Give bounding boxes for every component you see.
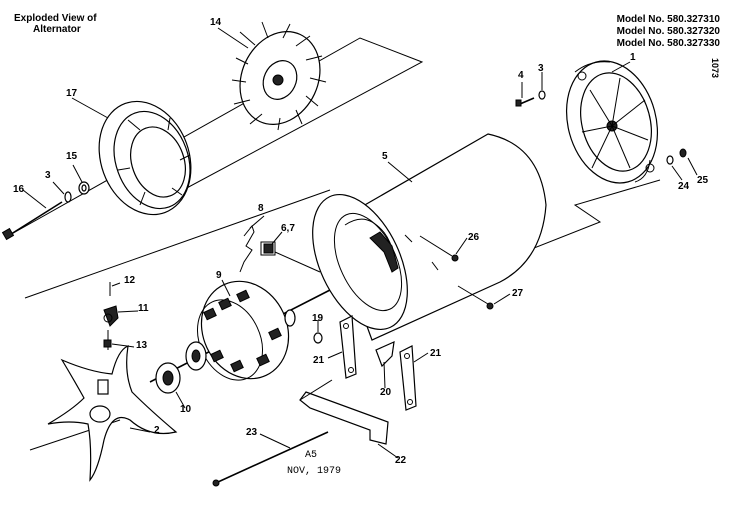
drawing-code: A5 — [305, 450, 318, 461]
callout-22: 22 — [395, 455, 407, 466]
callout-10: 10 — [180, 404, 192, 415]
callout-4: 4 — [518, 70, 524, 81]
callout-26: 26 — [468, 232, 480, 243]
callout-6-7: 6,7 — [281, 223, 295, 234]
callout-25: 25 — [697, 175, 709, 186]
callout-12: 12 — [124, 275, 136, 286]
callout-23: 23 — [246, 427, 258, 438]
callout-5: 5 — [382, 151, 388, 162]
fan-blade — [231, 21, 327, 131]
callout-2: 2 — [154, 425, 160, 436]
callout-27: 27 — [512, 288, 524, 299]
callout-8: 8 — [258, 203, 264, 214]
model-number-2: Model No. 580.327320 — [616, 26, 720, 37]
fan-spider — [47, 345, 178, 482]
through-bolt — [1, 181, 90, 241]
brush-holder — [239, 224, 321, 273]
callout-21-right: 21 — [430, 348, 442, 359]
callout-21-left: 21 — [313, 355, 325, 366]
callout-17: 17 — [66, 88, 78, 99]
stator-screws — [419, 235, 494, 310]
callout-16: 16 — [13, 184, 25, 195]
callout-13: 13 — [136, 340, 148, 351]
callout-24: 24 — [678, 181, 690, 192]
end-bell-screws — [515, 90, 687, 165]
callout-1: 1 — [630, 52, 636, 63]
rotor-assembly — [149, 280, 331, 383]
callout-11: 11 — [138, 303, 149, 314]
mounting-hardware — [212, 315, 417, 487]
callout-9: 9 — [216, 270, 222, 281]
bearing — [155, 362, 181, 394]
diagram-title-line2: Alternator — [33, 24, 81, 35]
callout-3-right: 3 — [538, 63, 544, 74]
side-code: 1073 — [710, 58, 720, 79]
diode-bracket — [103, 282, 119, 350]
callout-leaders — [22, 27, 698, 459]
callout-20: 20 — [380, 387, 392, 398]
callout-3-left: 3 — [45, 170, 51, 181]
callout-19: 19 — [312, 313, 324, 324]
model-number-3: Model No. 580.327330 — [616, 38, 720, 49]
model-number-1: Model No. 580.327310 — [616, 14, 720, 25]
callout-14: 14 — [210, 17, 222, 28]
drawing-date: NOV, 1979 — [287, 466, 342, 477]
callout-15: 15 — [66, 151, 78, 162]
guide-line-shaft — [24, 189, 331, 299]
stator-housing — [312, 133, 547, 341]
diagram-title-line1: Exploded View of — [14, 13, 97, 24]
end-bell-housing — [565, 60, 659, 184]
baffle-ring — [98, 100, 192, 216]
